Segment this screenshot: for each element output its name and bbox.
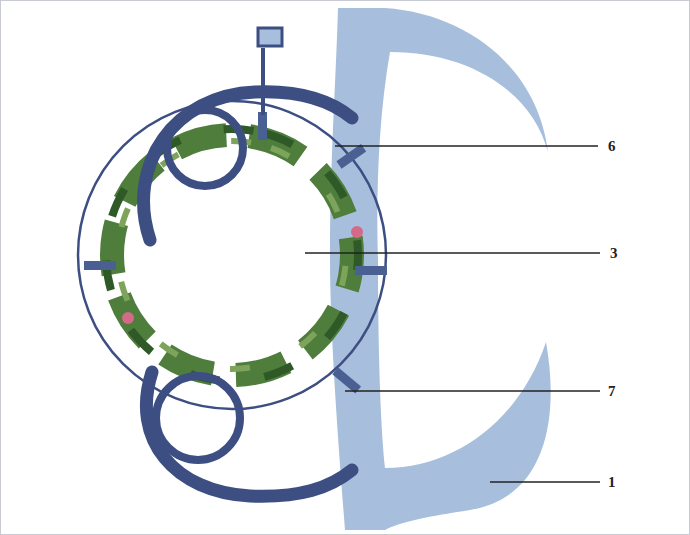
lower-band xyxy=(146,372,352,496)
callout-holder: 6 xyxy=(608,139,616,154)
callout-number: 6 xyxy=(608,139,616,154)
hanger-cap xyxy=(258,28,282,46)
callout-holder: 3 xyxy=(610,246,618,261)
lower-loop xyxy=(156,376,240,460)
hanger-rod xyxy=(261,48,265,115)
support-bracket xyxy=(330,8,551,530)
callout-number: 3 xyxy=(610,246,618,261)
leader-lines xyxy=(305,146,600,482)
callout-number: 7 xyxy=(608,384,616,399)
upper-loop xyxy=(167,110,243,186)
callout-number: 1 xyxy=(608,475,616,490)
growth-segments xyxy=(93,116,371,394)
upper-band xyxy=(144,92,352,240)
flower-spot xyxy=(351,226,363,238)
growth-segments-shade xyxy=(78,101,387,410)
callout-holder: 7 xyxy=(608,384,616,399)
outer-ring xyxy=(78,101,386,409)
flower-spot xyxy=(122,312,134,324)
growth-segments-light xyxy=(86,109,378,401)
callout-holder: 1 xyxy=(608,475,616,490)
